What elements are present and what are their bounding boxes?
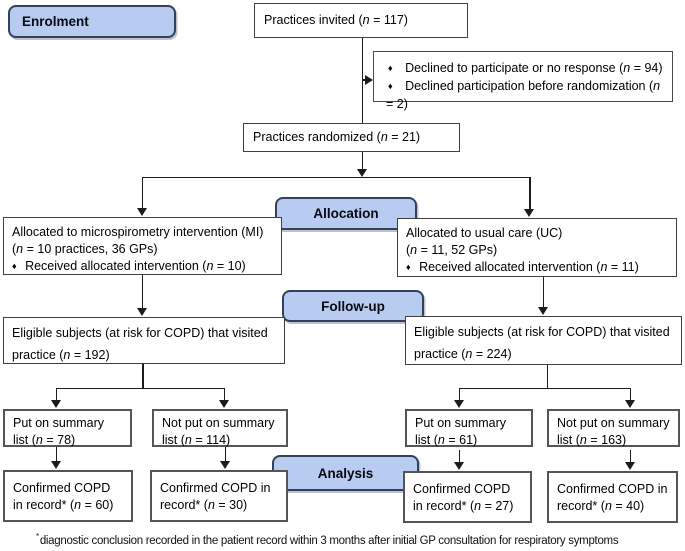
flow-line (458, 388, 461, 401)
confirmed-copd-uc-not-on-list-box: Confirmed COPD in record* (n = 40) (547, 471, 678, 523)
flow-line (458, 450, 461, 463)
flow-line (55, 387, 225, 390)
box-text: Confirmed COPD (13, 481, 111, 495)
flow-line (458, 387, 631, 390)
mi-on-summary-list-box: Put on summary list (n = 78) (3, 409, 132, 447)
box-text: record* (n = 40) (557, 499, 645, 513)
box-text: Put on summary (415, 416, 507, 430)
box-text: Eligible subjects (at risk for COPD) tha… (12, 326, 268, 340)
arrow-down-icon (624, 400, 635, 408)
arrow-down-icon (624, 462, 635, 470)
list-item: ♦ Received allocated intervention (n = 1… (406, 259, 668, 277)
declined-box: ♦ Declined to participate or no response… (373, 51, 673, 111)
arrow-down-icon (136, 308, 147, 316)
box-text: (n = 11, 52 GPs) (406, 243, 498, 257)
arrow-down-icon (524, 209, 534, 217)
flow-line (223, 388, 226, 401)
footnote: *diagnostic conclusion recorded in the p… (36, 532, 681, 547)
arrow-down-icon (50, 461, 61, 469)
allocated-mi-box: Allocated to microspirometry interventio… (3, 217, 282, 275)
diamond-bullet-icon: ♦ (12, 261, 17, 271)
stage-analysis: Analysis (272, 455, 419, 491)
confirmed-copd-uc-on-list-box: Confirmed COPD in record* (n = 27) (403, 471, 532, 523)
stage-analysis-label: Analysis (317, 465, 374, 481)
list-item-text: Declined to participate or no response (… (405, 61, 663, 75)
uc-on-summary-list-box: Put on summary list (n = 61) (405, 409, 533, 447)
box-text: Confirmed COPD in (557, 482, 668, 496)
list-item-text: Received allocated intervention (n = 11) (419, 260, 639, 274)
confirmed-copd-mi-on-list-box: Confirmed COPD in record* (n = 60) (3, 470, 133, 522)
box-text: list (n = 163) (557, 433, 627, 447)
box-text: Allocated to usual care (UC) (406, 226, 563, 240)
flow-line (362, 79, 367, 81)
flow-line (142, 363, 144, 388)
footnote-text: diagnostic conclusion recorded in the pa… (39, 534, 619, 547)
box-text: Put on summary (13, 416, 105, 430)
diamond-bullet-icon: ♦ (406, 262, 411, 272)
flow-line (55, 388, 58, 401)
list-item-text: Declined participation before randomizat… (386, 79, 661, 111)
box-text: Not put on summary (162, 416, 275, 430)
arrow-right-icon (365, 74, 373, 85)
mi-not-on-summary-list-box: Not put on summary list (n = 114) (152, 409, 288, 447)
list-item-text: Received allocated intervention (n = 10) (25, 259, 246, 273)
box-text: in record* (n = 27) (413, 499, 514, 513)
practices-randomized-box: Practices randomized (n = 21) (243, 123, 460, 152)
list-item: ♦ Declined to participate or no response… (386, 60, 664, 78)
box-text: Confirmed COPD in (160, 481, 271, 495)
stage-followup-label: Follow-up (321, 298, 385, 314)
box-text: in record* (n = 60) (13, 498, 114, 512)
stage-followup: Follow-up (282, 290, 424, 322)
arrow-down-icon (453, 462, 464, 470)
box-text: practice (n = 192) (12, 347, 110, 362)
eligible-mi-box: Eligible subjects (at risk for COPD) tha… (3, 317, 285, 364)
flow-line (224, 447, 227, 462)
flow-line (629, 450, 632, 463)
stage-allocation-label: Allocation (313, 206, 379, 221)
arrow-down-icon (219, 461, 230, 469)
arrow-down-icon (537, 307, 548, 315)
list-item: ♦ Received allocated intervention (n = 1… (12, 258, 273, 276)
flow-line (361, 152, 364, 170)
flow-line (529, 177, 531, 209)
eligible-uc-box: Eligible subjects (at risk for COPD) tha… (405, 316, 682, 365)
box-text: list (n = 78) (13, 433, 76, 447)
arrow-down-icon (356, 169, 367, 177)
box-text: Practices invited (n = 117) (264, 13, 408, 27)
box-text: Confirmed COPD (413, 482, 511, 496)
stage-enrolment-label: Enrolment (22, 14, 89, 29)
box-text: list (n = 61) (415, 433, 478, 447)
flow-line (629, 388, 632, 401)
box-text: Practices randomized (n = 21) (253, 130, 421, 144)
footnote-asterisk: * (36, 532, 39, 541)
stage-allocation: Allocation (275, 197, 417, 230)
list-item: ♦ Declined participation before randomiz… (386, 78, 664, 113)
arrow-down-icon (453, 400, 464, 408)
box-text: Eligible subjects (at risk for COPD) tha… (414, 325, 670, 339)
confirmed-copd-mi-not-on-list-box: Confirmed COPD in record* (n = 30) (150, 470, 288, 522)
box-text: record* (n = 30) (160, 498, 248, 512)
box-text: Allocated to microspirometry interventio… (12, 225, 264, 239)
flow-line (546, 365, 549, 388)
box-text: list (n = 114) (162, 433, 231, 447)
flow-line (542, 277, 545, 308)
arrow-down-icon (218, 400, 229, 408)
flow-line (55, 447, 58, 462)
stage-enrolment: Enrolment (8, 5, 176, 38)
flow-line (141, 177, 144, 209)
uc-not-on-summary-list-box: Not put on summary list (n = 163) (547, 409, 680, 447)
allocated-uc-box: Allocated to usual care (UC) (n = 11, 52… (397, 218, 677, 277)
box-text: practice (n = 224) (414, 346, 512, 361)
flow-line (141, 275, 144, 309)
practices-invited-box: Practices invited (n = 117) (254, 3, 468, 38)
flow-line (141, 176, 531, 179)
box-text: Not put on summary (557, 416, 670, 430)
box-text: (n = 10 practices, 36 GPs) (12, 242, 158, 256)
arrow-down-icon (50, 400, 61, 408)
diamond-bullet-icon: ♦ (388, 81, 393, 91)
diamond-bullet-icon: ♦ (388, 63, 393, 73)
arrow-down-icon (136, 208, 147, 216)
